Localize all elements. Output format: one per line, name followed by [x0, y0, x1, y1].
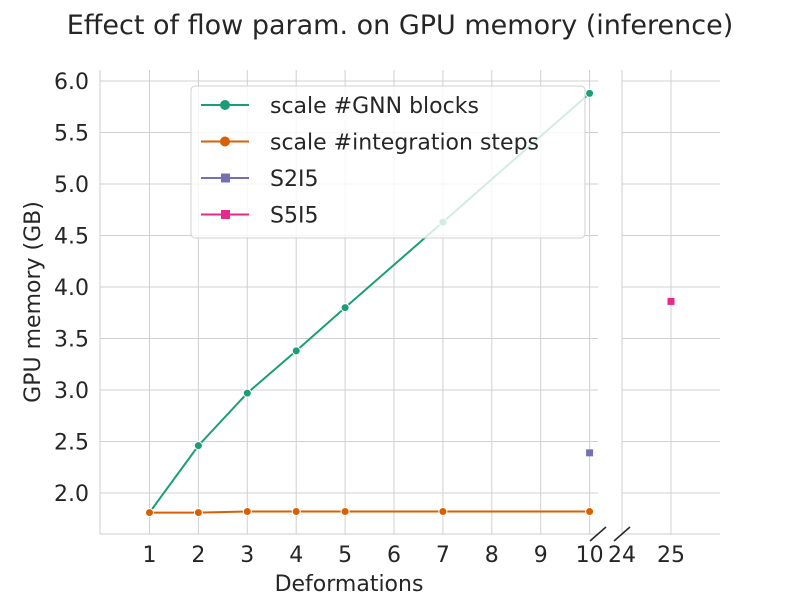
y-tick-label: 6.0 — [54, 70, 89, 95]
chart-title: Effect of flow param. on GPU memory (inf… — [67, 10, 734, 41]
data-point — [585, 507, 595, 517]
data-point — [340, 507, 350, 517]
y-tick-label: 3.0 — [54, 379, 89, 404]
data-point — [585, 88, 595, 98]
y-tick-label: 2.5 — [54, 431, 89, 456]
x-tick-label: 2 — [191, 543, 205, 568]
y-tick-label: 5.0 — [54, 173, 89, 198]
series-line — [149, 510, 590, 514]
data-point — [586, 449, 594, 457]
y-tick-label: 2.0 — [54, 482, 89, 507]
legend-marker — [221, 210, 230, 219]
legend-label: S5I5 — [270, 204, 318, 229]
y-tick-label: 3.5 — [54, 328, 89, 353]
x-tick-label: 1 — [143, 543, 157, 568]
legend-marker — [220, 136, 230, 147]
x-tick-label: 7 — [436, 543, 450, 568]
legend: scale #GNN blocks scale #integration step… — [190, 85, 586, 239]
legend-marker — [221, 173, 230, 183]
y-tick-label: 4.0 — [54, 276, 89, 301]
legend-label: scale #GNN blocks — [270, 94, 479, 119]
legend-label: S2I5 — [270, 167, 318, 192]
y-tick-label: 4.5 — [54, 225, 89, 250]
data-point — [291, 507, 301, 517]
axis-break-mark — [589, 526, 607, 542]
data-point — [242, 388, 252, 398]
data-point — [193, 508, 203, 518]
axis-break-mark — [613, 526, 631, 542]
legend-label: scale #integration steps — [270, 131, 539, 156]
x-tick-label: 25 — [657, 543, 685, 568]
legend-box — [190, 85, 586, 239]
x-tick-label: 5 — [338, 543, 352, 568]
data-point — [438, 507, 448, 517]
data-point — [145, 508, 154, 518]
x-tick-label: 10 — [576, 543, 604, 568]
data-point — [193, 441, 203, 451]
x-axis-label: Deformations — [275, 572, 424, 597]
legend-marker — [220, 100, 230, 110]
x-tick-label: 9 — [534, 543, 548, 568]
x-tick-label: 24 — [608, 543, 636, 568]
data-point — [291, 346, 301, 356]
x-tick-label: 8 — [485, 543, 499, 568]
x-tick-label: 6 — [387, 543, 401, 568]
data-point — [667, 297, 675, 305]
data-point — [340, 303, 350, 313]
y-axis-label: GPU memory (GB) — [21, 201, 46, 403]
y-tick-label: 5.5 — [54, 122, 89, 147]
data-point — [242, 507, 252, 517]
x-tick-label: 3 — [240, 543, 254, 568]
x-tick-label: 4 — [289, 543, 303, 568]
